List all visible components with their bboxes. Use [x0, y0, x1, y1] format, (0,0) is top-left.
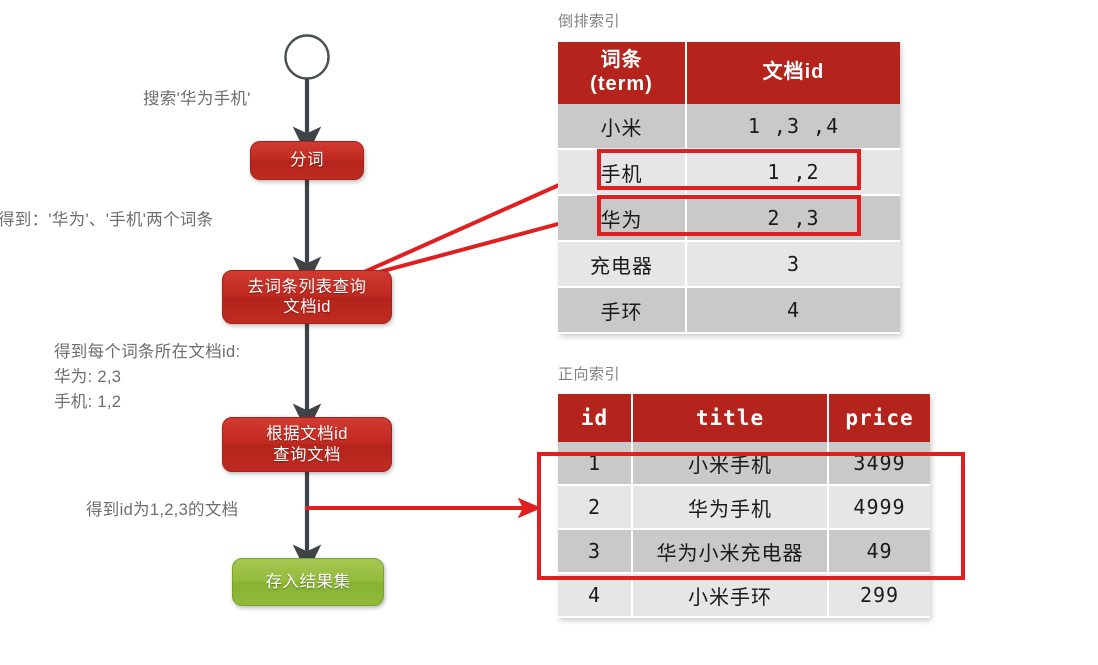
- forward-index-header-id: id: [558, 394, 633, 442]
- table-row: 2 华为手机 4999: [558, 485, 930, 530]
- flow-node-query-doc-by-id[interactable]: 根据文档id 查询文档: [222, 417, 392, 472]
- table-row: 华为 2 ,3: [558, 195, 900, 242]
- annotation-terms: 得到：'华为'、'手机'两个词条: [0, 211, 214, 229]
- cell-title: 小米手环: [632, 573, 829, 618]
- table-row: 小米 1 ,3 ,4: [558, 104, 900, 150]
- table-row: 充电器 3: [558, 241, 900, 288]
- cell-price: 299: [828, 573, 930, 618]
- flow-node-query-doc-by-id-label: 根据文档id 查询文档: [266, 425, 348, 464]
- table-row: 手机 1 ,2: [558, 149, 900, 196]
- inverted-index-header-term: 词条 (term): [558, 42, 687, 104]
- cell-term: 华为: [558, 195, 687, 242]
- forward-index-header-title: title: [632, 394, 829, 442]
- cell-docids: 3: [686, 241, 900, 288]
- annotation-search-input: 搜索'华为手机': [143, 90, 251, 108]
- cell-docids: 1 ,2: [686, 149, 900, 196]
- cell-price: 4999: [828, 485, 930, 530]
- cell-term: 充电器: [558, 241, 687, 288]
- flow-node-store-result-label: 存入结果集: [265, 572, 351, 591]
- cell-id: 3: [558, 529, 633, 574]
- annotation-docs: 得到id为1,2,3的文档: [86, 501, 239, 519]
- annotation-doc-ids: 得到每个词条所在文档id: 华为: 2,3 手机: 1,2: [54, 343, 241, 412]
- inverted-index-table: 词条 (term) 文档id 小米 1 ,3 ,4 手机 1 ,2 华为 2 ,…: [558, 42, 900, 334]
- flow-node-tokenize-label: 分词: [290, 151, 324, 170]
- flow-node-query-term-list-label: 去词条列表查询 文档id: [247, 277, 367, 316]
- forward-index-header-row: id title price: [558, 394, 930, 442]
- forward-index-table: id title price 1 小米手机 3499 2 华为手机 4999 3…: [558, 394, 930, 618]
- cell-price: 49: [828, 529, 930, 574]
- inverted-index-title: 倒排索引: [558, 13, 621, 30]
- table-row: 手环 4: [558, 287, 900, 334]
- cell-docids: 4: [686, 287, 900, 334]
- cell-id: 2: [558, 485, 633, 530]
- start-circle: [284, 34, 330, 80]
- arrow-to-term-shouji: [341, 166, 601, 284]
- forward-index-header-price: price: [828, 394, 930, 442]
- cell-docids: 1 ,3 ,4: [686, 104, 900, 150]
- cell-term: 手机: [558, 149, 687, 196]
- cell-title: 华为手机: [632, 485, 829, 530]
- flow-node-tokenize[interactable]: 分词: [250, 141, 364, 180]
- cell-id: 1: [558, 442, 633, 486]
- inverted-index-header-docid: 文档id: [686, 42, 900, 104]
- flow-node-query-term-list[interactable]: 去词条列表查询 文档id: [222, 270, 392, 324]
- cell-title: 小米手机: [632, 442, 829, 486]
- inverted-index-header-docid-label: 文档id: [762, 61, 825, 84]
- table-row: 4 小米手环 299: [558, 573, 930, 618]
- cell-title: 华为小米充电器: [632, 529, 829, 574]
- cell-price: 3499: [828, 442, 930, 486]
- table-row: 3 华为小米充电器 49: [558, 529, 930, 574]
- cell-docids: 2 ,3: [686, 195, 900, 242]
- cell-term: 小米: [558, 104, 687, 150]
- cell-id: 4: [558, 573, 633, 618]
- inverted-index-header-term-label: 词条 (term): [590, 49, 653, 95]
- cell-term: 手环: [558, 287, 687, 334]
- table-row: 1 小米手机 3499: [558, 442, 930, 486]
- flow-node-store-result[interactable]: 存入结果集: [232, 558, 384, 606]
- forward-index-title: 正向索引: [558, 366, 621, 383]
- inverted-index-header-row: 词条 (term) 文档id: [558, 42, 900, 104]
